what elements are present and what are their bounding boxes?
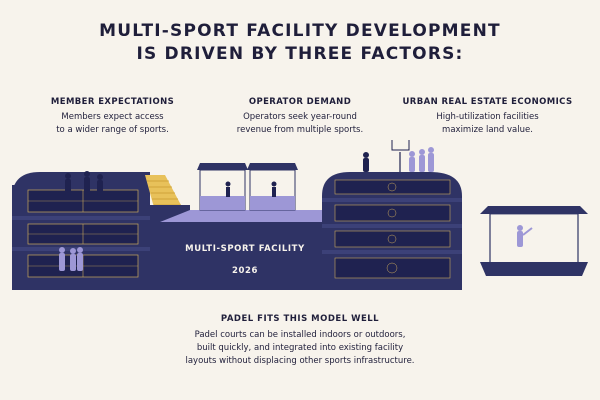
factor-text-line: Operators seek year-round bbox=[243, 112, 357, 122]
people-silhouettes-lower bbox=[59, 247, 83, 271]
padel-text-line: built quickly, and integrated into exist… bbox=[196, 343, 404, 353]
padel-cages-center bbox=[197, 163, 298, 211]
facility-year: 2026 bbox=[231, 266, 259, 276]
padel-text-line: layouts without displacing other sports … bbox=[185, 356, 415, 366]
factor-urban-real-estate: URBAN REAL ESTATE ECONOMICS High-utiliza… bbox=[395, 96, 580, 137]
basketball-hoop bbox=[391, 140, 410, 172]
padel-section: PADEL FITS THIS MODEL WELL Padel courts … bbox=[0, 313, 600, 368]
factor-text-line: to a wider range of sports. bbox=[56, 125, 169, 135]
outdoor-padel-court bbox=[480, 206, 588, 276]
people-silhouettes-left bbox=[65, 171, 103, 195]
title-line-1: MULTI-SPORT FACILITY DEVELOPMENT bbox=[99, 21, 501, 41]
factor-text-line: maximize land value. bbox=[442, 125, 533, 135]
factor-text-line: revenue from multiple sports. bbox=[236, 125, 364, 135]
title-line-2: IS DRIVEN BY THREE FACTORS: bbox=[136, 44, 464, 64]
right-court-building bbox=[322, 172, 462, 290]
padel-heading: PADEL FITS THIS MODEL WELL bbox=[220, 314, 380, 324]
facility-illustration bbox=[12, 140, 588, 290]
facility-name: MULTI-SPORT FACILITY bbox=[185, 244, 305, 254]
factor-heading: URBAN REAL ESTATE ECONOMICS bbox=[402, 97, 573, 107]
factor-text-line: Members expect access bbox=[61, 112, 164, 122]
factor-member-expectations: MEMBER EXPECTATIONS Members expect acces… bbox=[30, 96, 195, 137]
factor-heading: MEMBER EXPECTATIONS bbox=[50, 97, 175, 107]
left-court-building bbox=[12, 172, 150, 290]
facility-label: MULTI-SPORT FACILITY 2026 bbox=[160, 238, 330, 282]
factor-text-line: High-utilization facilities bbox=[436, 112, 539, 122]
people-silhouettes-right bbox=[363, 147, 434, 172]
factor-heading: OPERATOR DEMAND bbox=[248, 97, 352, 107]
padel-text-line: Padel courts can be installed indoors or… bbox=[194, 330, 406, 340]
central-facility-block bbox=[150, 205, 330, 290]
page-title: MULTI-SPORT FACILITY DEVELOPMENT IS DRIV… bbox=[0, 20, 600, 66]
factor-operator-demand: OPERATOR DEMAND Operators seek year-roun… bbox=[215, 96, 385, 137]
